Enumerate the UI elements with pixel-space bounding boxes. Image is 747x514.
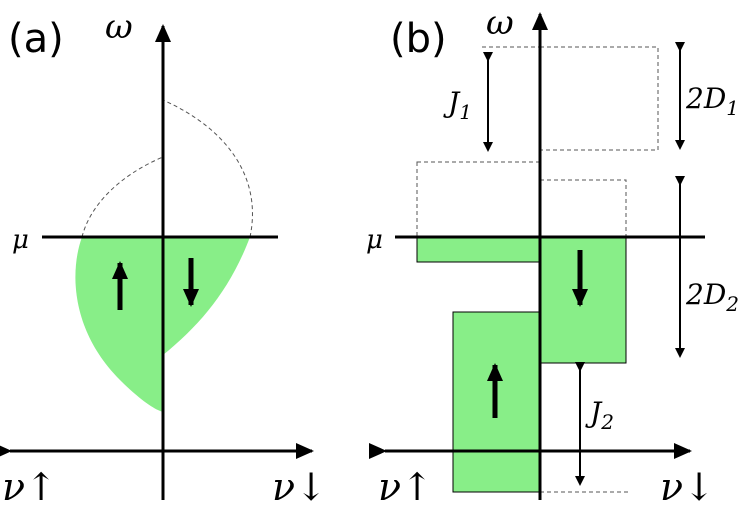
- panel-a-spin-down-filled-dos: [163, 237, 250, 355]
- panel-b-mu-label: μ: [366, 225, 383, 255]
- panel-a: (a) ω μ ν↑ ν↓: [0, 7, 327, 509]
- panel-b: (b) ω μ ν↑ ν↓ J1 J2 2D1 2D2: [366, 3, 739, 509]
- panel-b-spin-up-upper-empty-band: [416, 161, 541, 238]
- panel-b-2d2-label: 2D2: [685, 278, 739, 316]
- panel-b-nu-up-label: ν↑: [378, 465, 433, 509]
- panel-a-nu-up-label: ν↑: [2, 465, 57, 509]
- panel-b-nu-down-label: ν↓: [660, 465, 715, 509]
- panel-b-spin-up-filled-band-upper: [416, 236, 541, 263]
- panel-a-spin-up-filled-dos: [75, 237, 163, 412]
- panel-b-j2-label: J2: [585, 396, 614, 434]
- panel-a-nu-down-label: ν↓: [272, 465, 327, 509]
- panel-b-2d1-label: 2D1: [685, 82, 739, 120]
- panel-b-omega-label: ω: [486, 3, 514, 43]
- panel-b-spin-down-upper-empty-band: [539, 46, 659, 151]
- panel-a-mu-label: μ: [12, 225, 29, 255]
- panel-a-spin-up-empty-dos: [81, 156, 164, 238]
- panel-b-j1-label: J1: [443, 86, 472, 124]
- panel-b-label: (b): [390, 16, 447, 62]
- panel-b-spin-down-filled-band: [539, 236, 627, 364]
- panel-a-spin-down-empty-dos: [162, 99, 253, 238]
- panel-a-label: (a): [8, 16, 64, 62]
- panel-b-spin-down-lower-empty-band: [539, 179, 627, 238]
- panel-a-omega-label: ω: [105, 7, 133, 47]
